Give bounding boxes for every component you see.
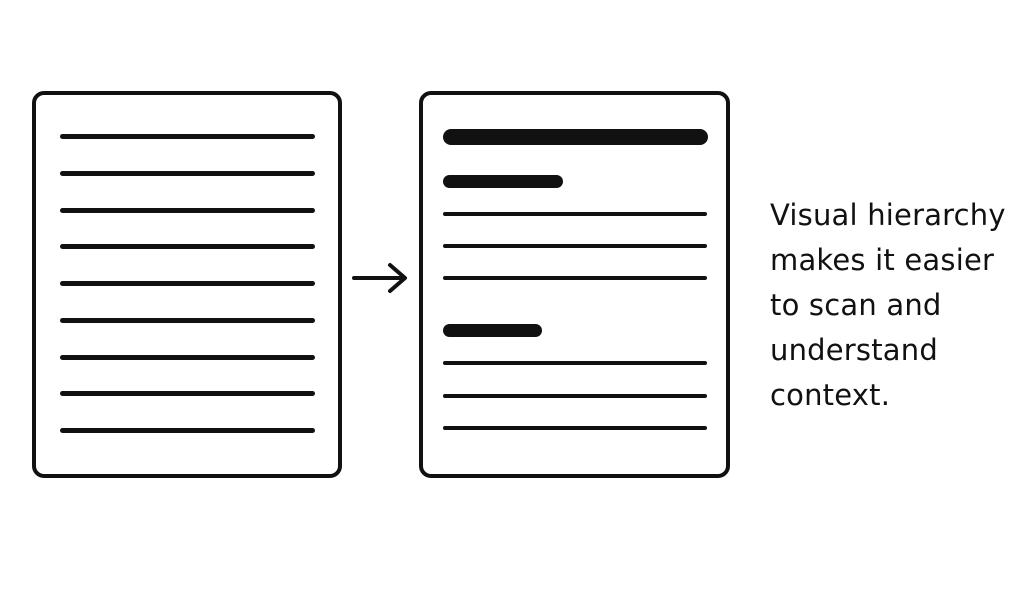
text-line — [443, 244, 707, 248]
text-line — [443, 276, 707, 280]
text-line — [443, 212, 707, 216]
heading-bar — [443, 175, 563, 188]
text-line — [60, 134, 315, 139]
text-line — [60, 391, 315, 396]
text-line — [60, 171, 315, 176]
caption-text: Visual hierarchy makes it easier to scan… — [770, 198, 1006, 412]
text-line — [60, 244, 315, 249]
structured-document — [419, 91, 730, 478]
text-line — [443, 361, 707, 365]
text-line — [443, 426, 707, 430]
text-line — [60, 318, 315, 323]
arrow-right-icon — [352, 263, 407, 293]
text-line — [60, 428, 315, 433]
text-line — [60, 355, 315, 360]
text-line — [443, 394, 707, 398]
text-line — [60, 281, 315, 286]
plain-document — [32, 91, 342, 478]
title-bar — [443, 129, 708, 145]
heading-bar — [443, 324, 542, 337]
text-line — [60, 208, 315, 213]
